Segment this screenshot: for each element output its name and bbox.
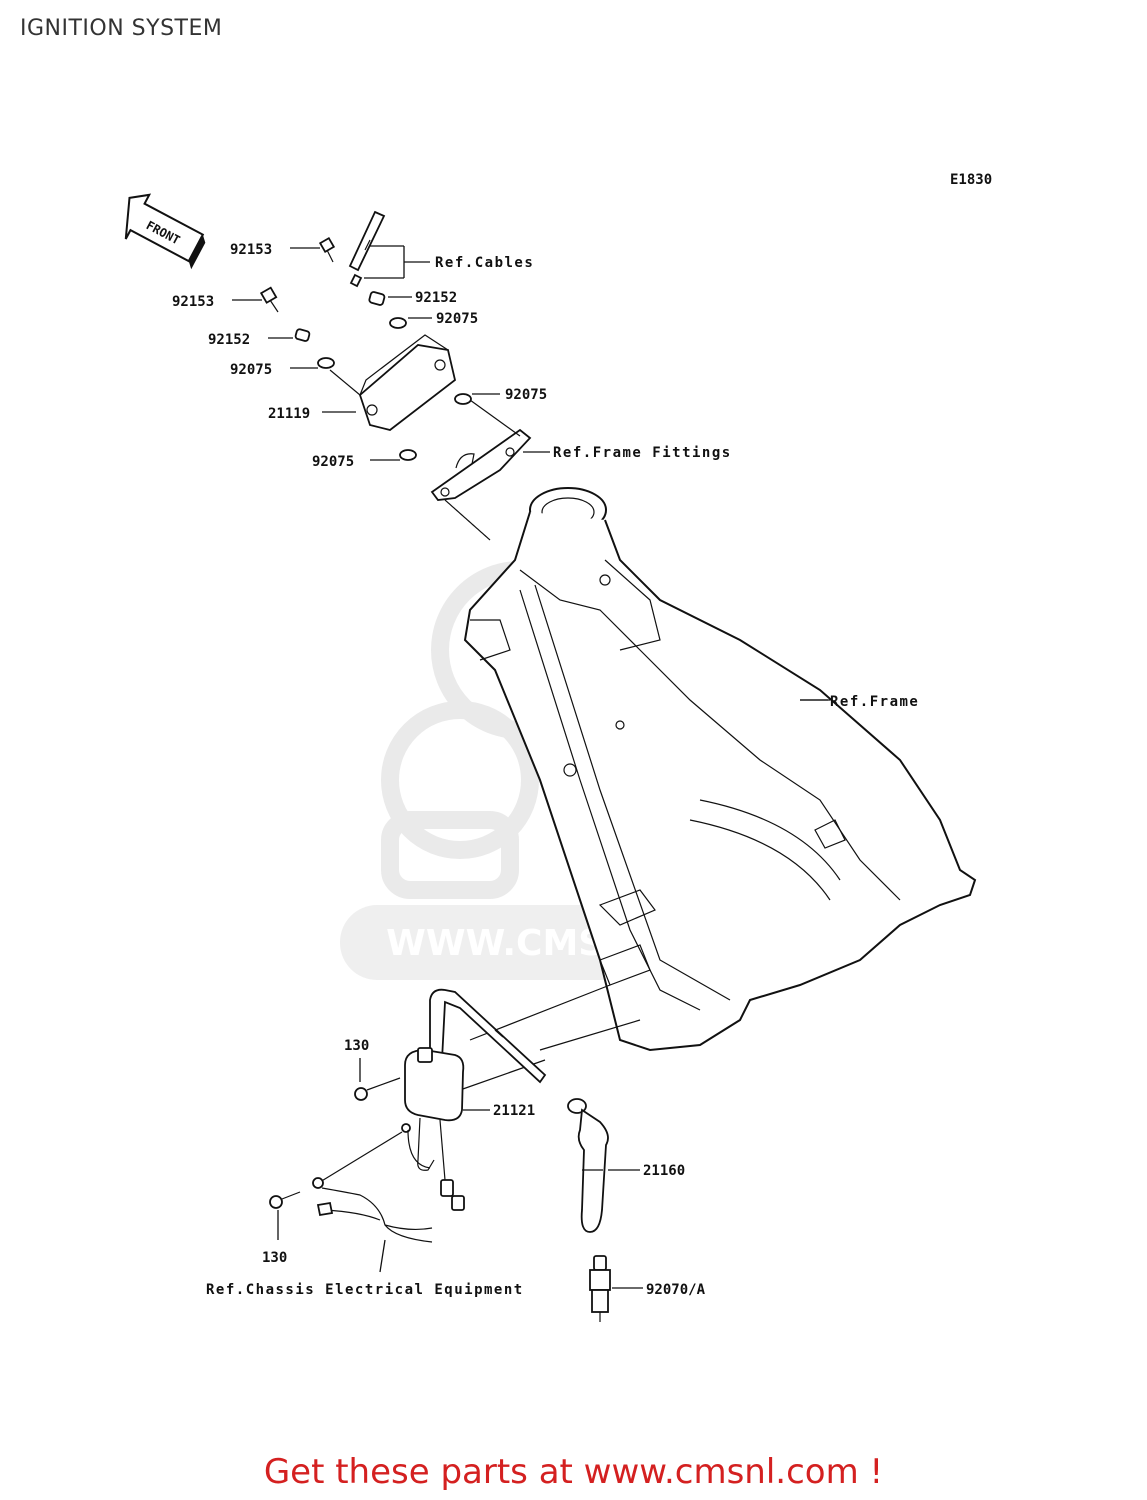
grommet-92075-b	[290, 357, 335, 369]
callout-92152-lower: 92152	[208, 332, 250, 348]
cta-banner[interactable]: Get these parts at www.cmsnl.com !	[263, 1452, 884, 1492]
diagram-code: E1830	[950, 172, 992, 188]
frame-fitting-bracket	[430, 399, 550, 501]
callout-21121: 21121	[493, 1103, 535, 1119]
main-frame	[463, 487, 977, 1052]
callout-92153-upper: 92153	[230, 242, 272, 258]
ignition-system-diagram: WWW.CMSNL.COM E1830 FRONT	[124, 172, 992, 1322]
cable-tie	[348, 210, 386, 288]
callout-92075-b: 92075	[230, 362, 272, 378]
bolt-92153-lower	[232, 286, 279, 313]
callout-92075-c: 92075	[505, 387, 547, 403]
callout-92153-lower: 92153	[172, 294, 214, 310]
spacer-92152-upper	[368, 291, 412, 306]
grommet-92075-a	[389, 317, 432, 329]
bolt-130-lower	[269, 1191, 301, 1240]
bolt-92153-upper	[290, 236, 336, 263]
callout-130-lower: 130	[262, 1250, 287, 1266]
ht-lead	[429, 988, 547, 1084]
ref-frame: Ref.Frame	[830, 694, 919, 710]
callout-92075-d: 92075	[312, 454, 354, 470]
ignitor-unit-21119	[322, 334, 457, 431]
ref-cables: Ref.Cables	[435, 255, 534, 271]
grommet-92075-d	[370, 449, 417, 461]
spark-plug-92070	[589, 1255, 643, 1322]
spacer-92152-lower	[268, 328, 311, 342]
ignition-coil-21121	[404, 1047, 490, 1211]
ref-chassis-electrical: Ref.Chassis Electrical Equipment	[206, 1282, 524, 1298]
page-title: IGNITION SYSTEM	[20, 16, 223, 41]
callout-130-upper: 130	[344, 1038, 369, 1054]
bolt-130-upper	[354, 1058, 401, 1101]
ref-frame-fittings: Ref.Frame Fittings	[553, 445, 732, 461]
callout-92075-a: 92075	[436, 311, 478, 327]
callout-92152-upper: 92152	[415, 290, 457, 306]
plug-cap-21160	[567, 1098, 640, 1233]
callout-21160: 21160	[643, 1163, 685, 1179]
cables-bracket	[364, 245, 430, 279]
grommet-92075-c	[454, 393, 500, 405]
callout-21119: 21119	[268, 406, 310, 422]
front-arrow-icon: FRONT	[124, 193, 206, 270]
wiring-harness	[312, 1123, 433, 1273]
callout-92070: 92070/A	[646, 1282, 706, 1298]
